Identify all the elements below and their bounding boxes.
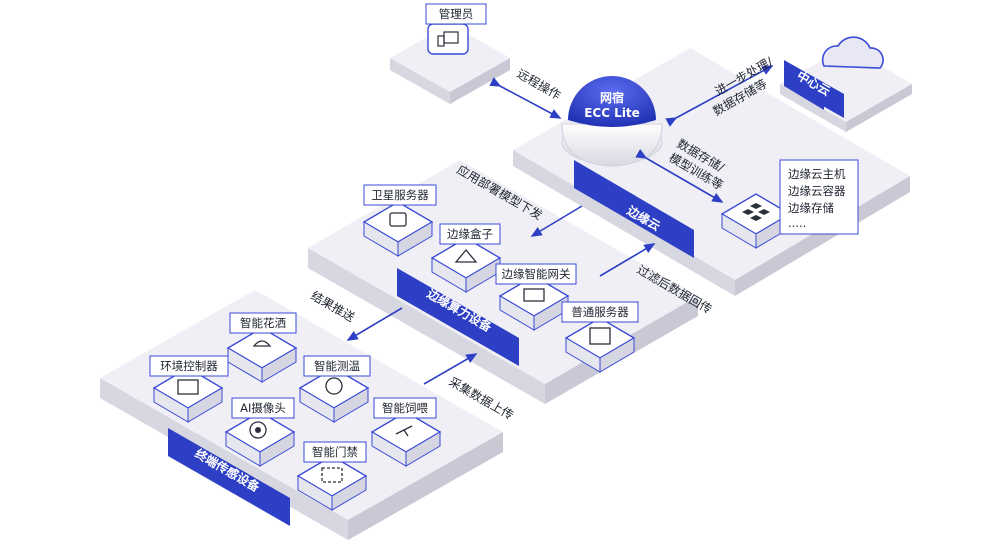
device-smart-shower: 智能花洒 xyxy=(226,312,298,383)
rack-server-icon xyxy=(589,327,611,345)
ecc-line1: 网宿 xyxy=(600,90,624,105)
ecc-line2: ECC Lite xyxy=(584,106,640,120)
device-label-shower: 智能花洒 xyxy=(240,316,286,330)
device-label-feeder: 智能饲喂 xyxy=(382,401,428,415)
cloud-icon xyxy=(821,36,884,69)
device-ai-camera: AI摄像头 xyxy=(224,397,296,467)
device-label-camera: AI摄像头 xyxy=(240,401,286,415)
admin-node: 管理员 xyxy=(390,3,510,104)
device-normal-server: 普通服务器 xyxy=(561,301,639,373)
device-env-controller: 环境控制器 xyxy=(149,355,229,423)
server-cluster-icon xyxy=(742,203,770,221)
device-label-satellite: 卫星服务器 xyxy=(371,188,429,202)
shower-icon xyxy=(252,340,272,347)
admin-label: 管理员 xyxy=(439,7,474,21)
camera-icon xyxy=(249,421,267,439)
device-label-edge-box: 边缘盒子 xyxy=(447,227,493,241)
device-label-gate: 智能门禁 xyxy=(312,445,358,459)
thermometer-icon xyxy=(325,377,343,395)
device-label-thermo: 智能测温 xyxy=(314,359,360,373)
device-edge-gateway: 边缘智能网关 xyxy=(495,263,577,331)
edge-cloud-item-2: 边缘云容器 xyxy=(788,184,846,198)
device-label-env-controller: 环境控制器 xyxy=(160,359,218,373)
edge-cloud-services: 边缘云主机 边缘云容器 边缘存储 ..... xyxy=(720,159,859,249)
central-cloud-node: 中心云 xyxy=(780,36,912,132)
ecc-lite-node: 网宿 ECC Lite xyxy=(561,76,663,167)
arrow-remote-op: 远程操作 xyxy=(489,66,564,119)
edge-box-icon xyxy=(454,248,478,263)
arrow-result-push-label: 结果推送 xyxy=(309,288,358,325)
device-satellite-server: 卫星服务器 xyxy=(362,184,437,257)
feeder-icon xyxy=(395,425,413,437)
device-smart-thermo: 智能测温 xyxy=(298,355,371,423)
controller-icon xyxy=(177,379,199,395)
device-smart-feeder: 智能饲喂 xyxy=(370,397,442,467)
device-label-gateway: 边缘智能网关 xyxy=(502,267,571,281)
server-icon xyxy=(389,212,407,227)
gateway-icon xyxy=(523,288,545,302)
phone-icon xyxy=(437,35,445,47)
device-smart-gate: 智能门禁 xyxy=(296,441,368,511)
device-label-normal-server: 普通服务器 xyxy=(571,305,629,319)
edge-cloud-item-3: 边缘存储 xyxy=(788,201,834,215)
edge-cloud-item-1: 边缘云主机 xyxy=(788,167,846,181)
edge-cloud-item-4: ..... xyxy=(788,216,806,230)
face-scan-icon xyxy=(321,467,343,483)
